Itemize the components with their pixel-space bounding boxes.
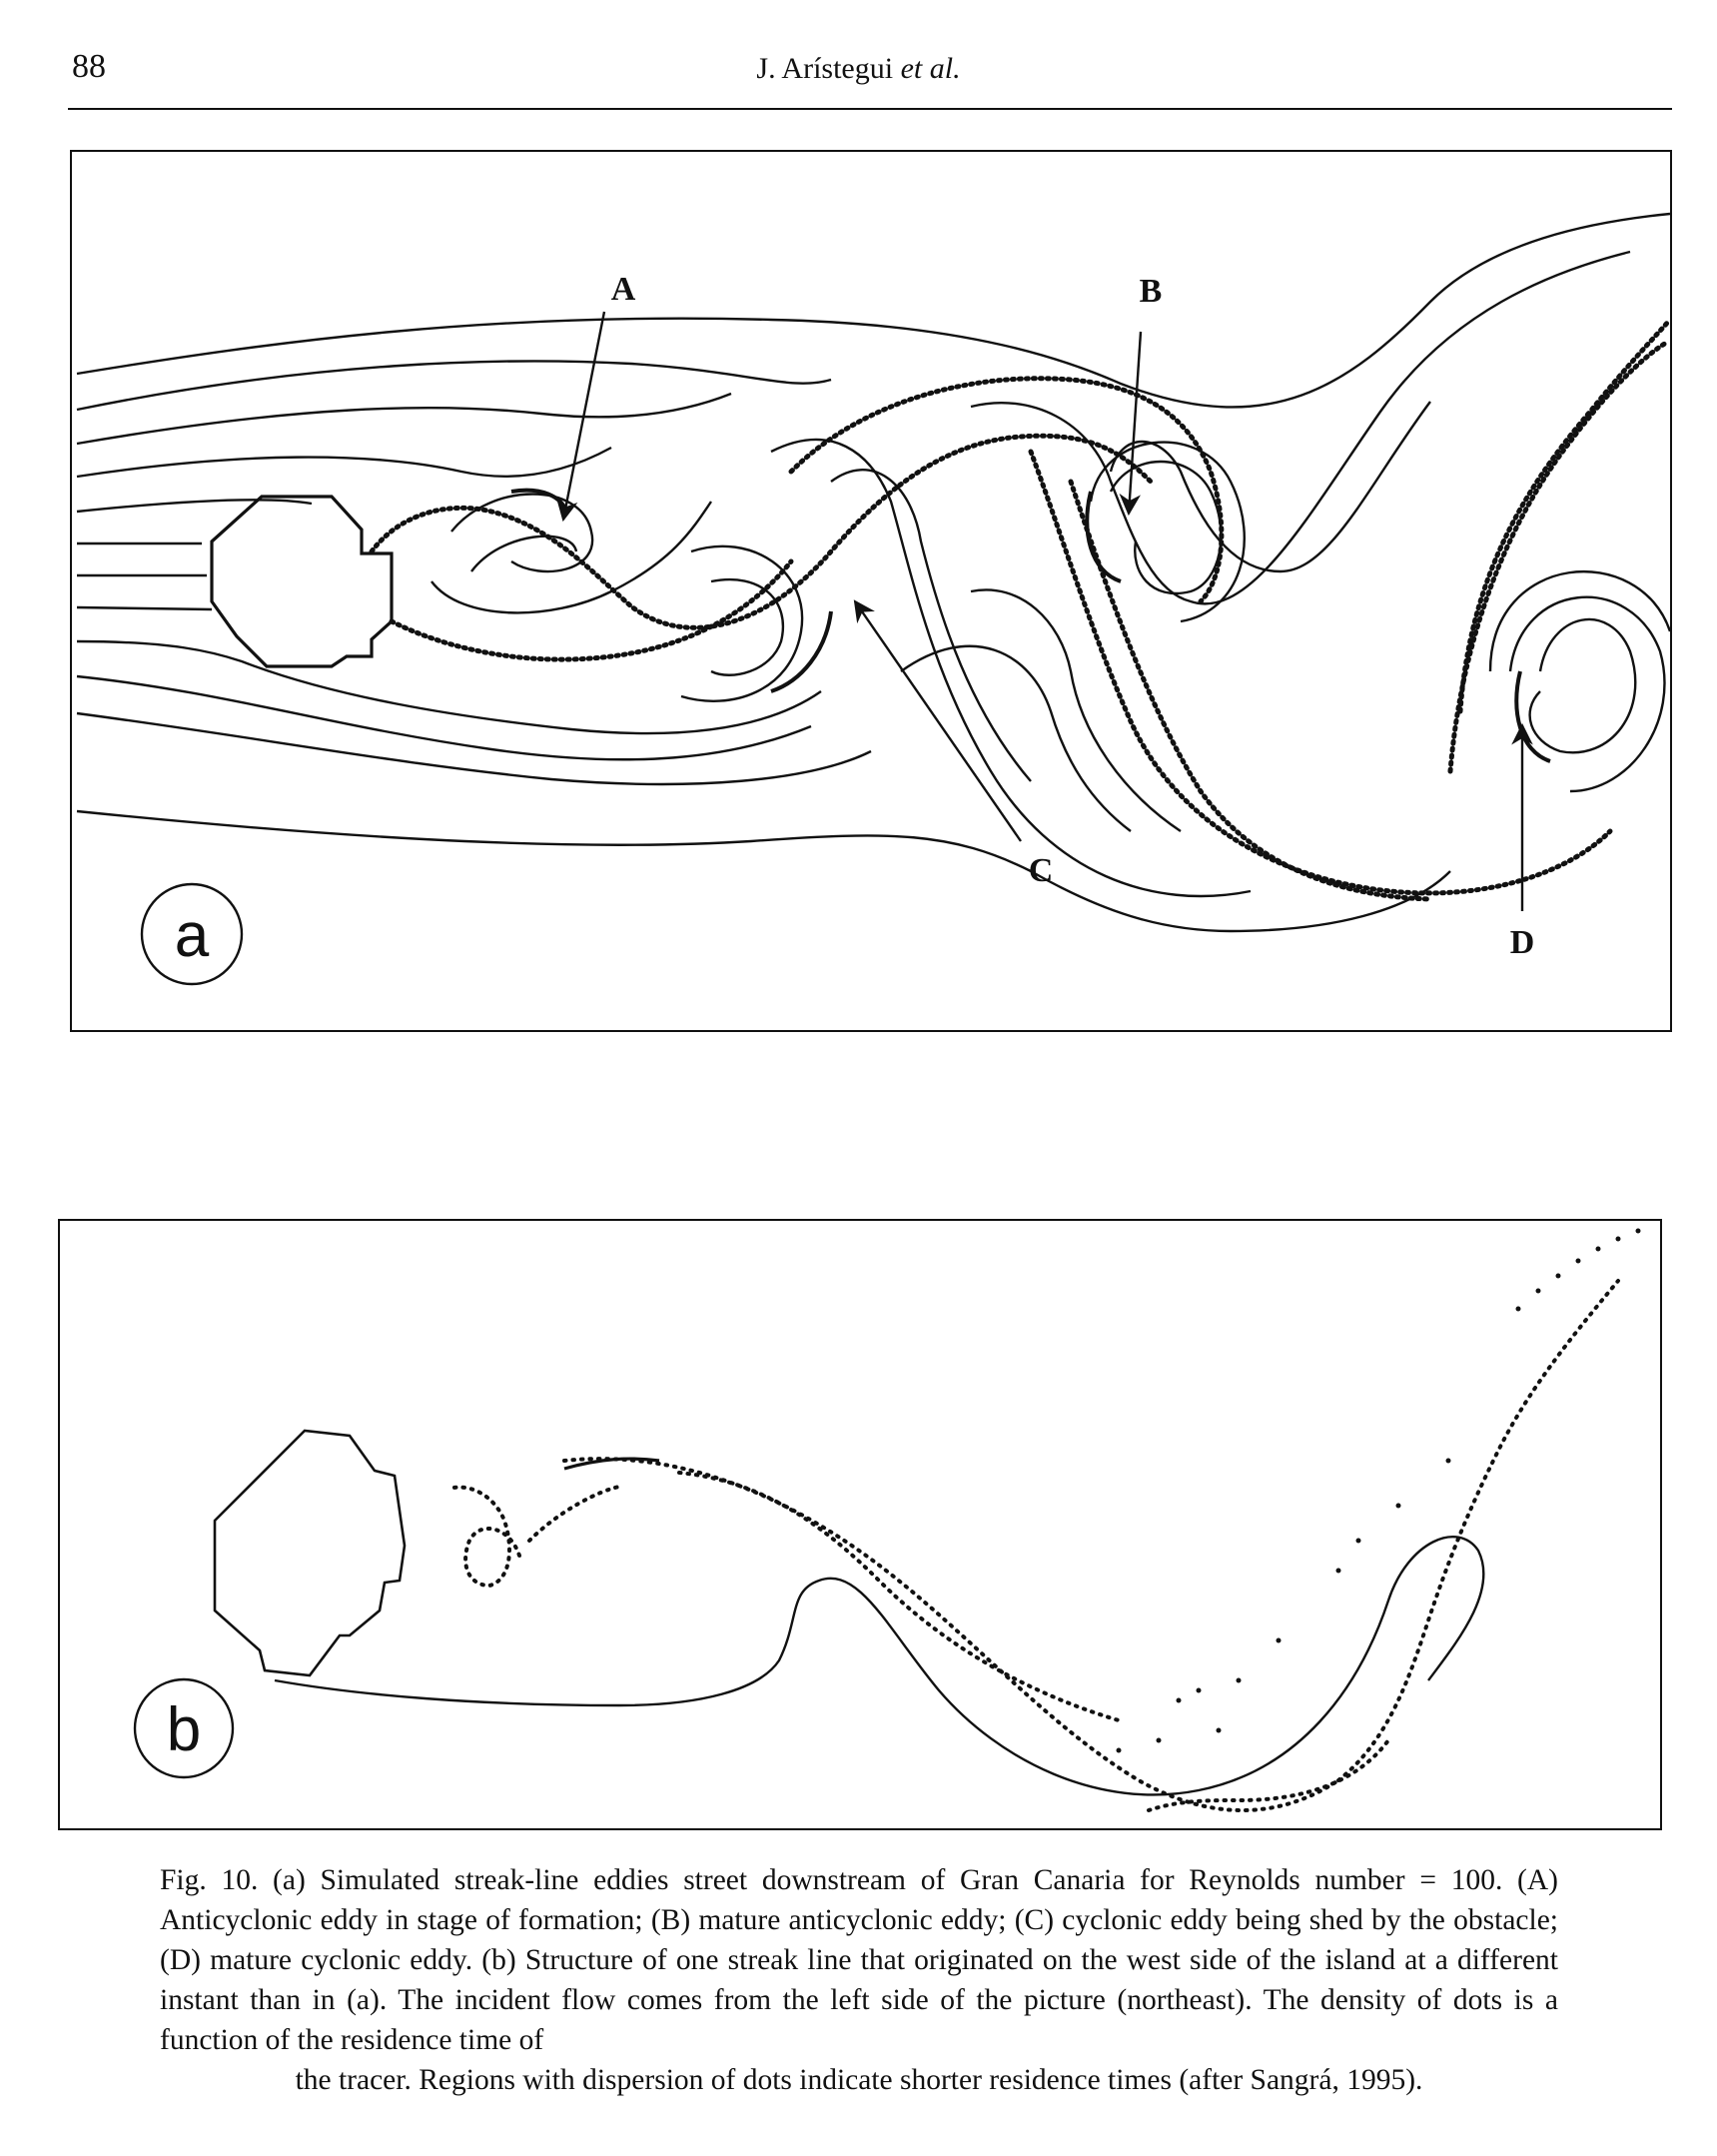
header-rule bbox=[68, 108, 1672, 110]
caption-last-line: the tracer. Regions with dispersion of d… bbox=[295, 2064, 1423, 2096]
running-head-authors: J. Arístegui bbox=[756, 52, 894, 85]
figure-panel-a: A B C D a bbox=[70, 150, 1672, 1032]
label-d-mature-cyclonic: D bbox=[1510, 924, 1535, 961]
annotation-arrows bbox=[556, 311, 1533, 911]
streak-dots bbox=[369, 319, 1670, 902]
island-outline-b bbox=[213, 1429, 407, 1677]
figure-panel-b: b bbox=[58, 1219, 1662, 1830]
running-head-etal: et al. bbox=[900, 52, 961, 85]
running-head: J. Arístegui et al. bbox=[0, 52, 1717, 86]
page-number: 88 bbox=[72, 48, 106, 85]
caption-body: Fig. 10. (a) Simulated streak-line eddie… bbox=[160, 1864, 1558, 2056]
streakline-plot-a: A B C D a bbox=[76, 212, 1670, 986]
label-c-cyclonic: C bbox=[1029, 852, 1054, 889]
panel-label-b-text: b bbox=[167, 1695, 201, 1764]
streakline-plot-b: b bbox=[133, 1228, 1641, 1812]
island-outline-a bbox=[210, 495, 394, 668]
streakline-b bbox=[213, 1429, 1485, 1796]
label-a-anticyclonic: A bbox=[611, 271, 636, 308]
panel-label-a: a bbox=[140, 882, 244, 986]
label-b-mature-anticyclonic: B bbox=[1140, 273, 1163, 310]
streak-dots-b bbox=[447, 1279, 1620, 1812]
sparse-dots-b bbox=[1116, 1228, 1641, 1753]
figure-caption: Fig. 10. (a) Simulated streak-line eddie… bbox=[160, 1860, 1558, 2100]
streamlines bbox=[76, 212, 1670, 933]
panel-label-a-text: a bbox=[175, 901, 210, 970]
panel-label-b: b bbox=[133, 1677, 235, 1779]
